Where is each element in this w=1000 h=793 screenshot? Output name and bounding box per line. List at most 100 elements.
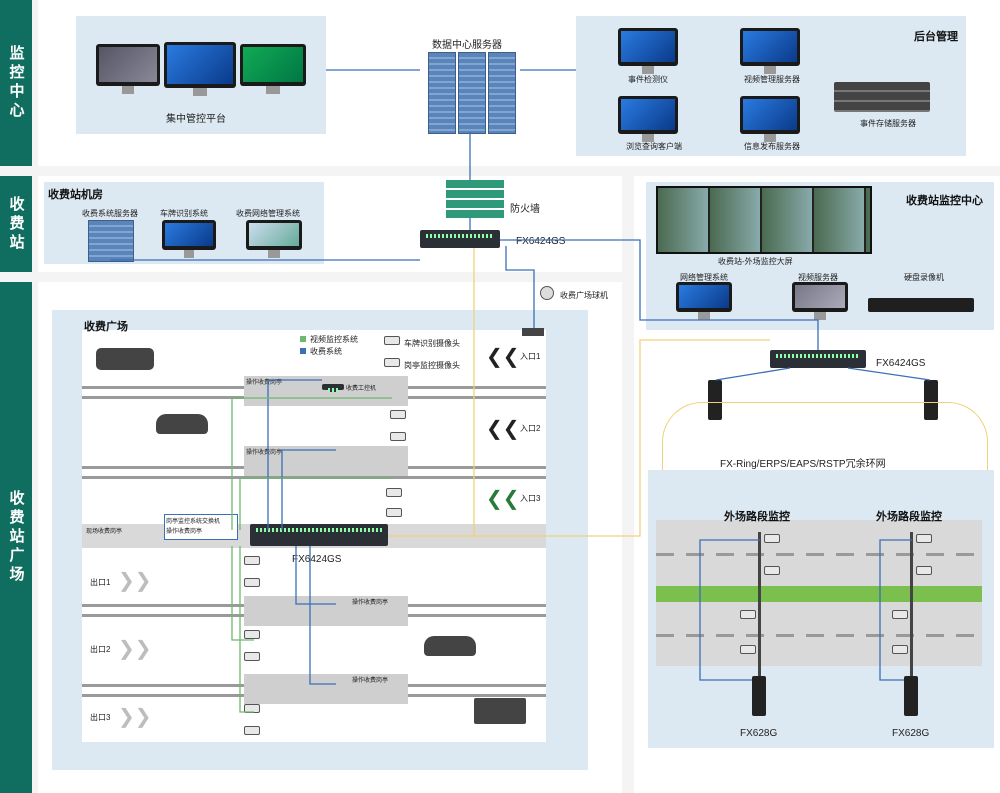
- line-yellow-core: [388, 248, 475, 537]
- network-mgmt-label: 收费网络管理系统: [236, 209, 300, 218]
- toll-server-rack: [88, 220, 134, 262]
- mid-booth-label: 现场收费岗亭: [86, 529, 123, 535]
- platform-monitor-1: [96, 44, 160, 94]
- field-pole-2: [910, 532, 913, 682]
- sidebar-monitor-center: 监控中心: [0, 0, 32, 166]
- exit-2-label: 出口2: [90, 645, 111, 654]
- event-storage-label: 事件存储服务器: [860, 119, 916, 128]
- truck-icon: [474, 698, 526, 724]
- plaza-camera-b: [390, 432, 406, 441]
- booth-2-label: 操作收费岗亭: [246, 450, 283, 456]
- monitor-network-mgmt-screen: [676, 282, 732, 320]
- info-server-label: 信息发布服务器: [744, 142, 800, 151]
- line-green-4: [239, 546, 254, 713]
- field-switch-1-label: FX628G: [740, 728, 778, 739]
- station-room-title: 收费站机房: [48, 189, 103, 201]
- plaza-camera-a: [390, 410, 406, 419]
- station-core-switch-label: FX6424GS: [516, 236, 566, 247]
- video-server-monitor: [740, 28, 800, 74]
- field-lane-2: [656, 634, 982, 637]
- firewall-label: 防火墙: [510, 204, 540, 215]
- ring-switch-right: [924, 380, 938, 420]
- plaza-camera-switch: [522, 328, 544, 336]
- field-pole-1: [758, 532, 761, 682]
- field-section-1-label: 外场路段监控: [724, 511, 790, 523]
- booth-3: [244, 596, 408, 626]
- field-section-2-label: 外场路段监控: [876, 511, 942, 523]
- line-field-loop-1: [699, 539, 760, 681]
- field-switch-2-label: FX628G: [892, 728, 930, 739]
- backend-title: 后台管理: [914, 31, 958, 43]
- plaza-camera-f: [244, 578, 260, 587]
- monitor-video-server-screen: [792, 282, 848, 320]
- car-icon-1: [156, 414, 208, 434]
- plaza-camera-j: [244, 726, 260, 735]
- mid-device-label: 岗亭监控系统交换机: [166, 519, 221, 525]
- plate-cam-label: 车牌识别摄像头: [404, 339, 460, 348]
- field-switch-1: [752, 676, 766, 716]
- lane-camera-1: [384, 358, 400, 367]
- lane-cam-label: 岗亭监控摄像头: [404, 361, 460, 370]
- plaza-core-switch-label: FX6424GS: [292, 554, 342, 565]
- booth-4: [244, 674, 408, 704]
- entry-3-arrow: ❮❮: [486, 488, 520, 510]
- station-core-switch: [420, 230, 500, 248]
- ring-label: FX-Ring/ERPS/EAPS/RSTP冗余环网: [720, 459, 886, 470]
- plaza-core-switch: [250, 524, 388, 546]
- nvr-icon: [868, 298, 974, 312]
- line-switch-plazacam: [505, 246, 535, 328]
- line-green-2: [239, 477, 392, 530]
- plaza-camera-label: 收费广场球机: [560, 291, 608, 300]
- monitor-switch-label: FX6424GS: [876, 358, 926, 369]
- event-detector-label: 事件检测仪: [628, 75, 668, 84]
- exit-1-arrow: ❯❯: [118, 570, 152, 592]
- browse-client-monitor: [618, 96, 678, 142]
- plaza-camera-c: [386, 488, 402, 497]
- nvr-label: 硬盘录像机: [904, 273, 944, 282]
- video-server-label: 视频管理服务器: [744, 75, 800, 84]
- monitor-network-mgmt-label: 网络管理系统: [680, 273, 728, 282]
- platform-monitor-2: [164, 42, 236, 96]
- plaza-camera-g: [244, 630, 260, 639]
- big-screen-label: 收费站-外场监控大屏: [718, 257, 793, 266]
- toll-pc-label: 收费工控机: [346, 386, 377, 392]
- server-rack-2: [458, 52, 486, 134]
- field-camera-1a: [764, 534, 780, 543]
- car-icon-2: [424, 636, 476, 656]
- browse-client-label: 浏览查询客户端: [626, 142, 682, 151]
- field-camera-2a: [916, 534, 932, 543]
- booth-5-label: 操作收费岗亭: [166, 529, 203, 535]
- plaza-camera-d: [386, 508, 402, 517]
- plate-system-monitor: [162, 220, 216, 258]
- firewall-icon: [446, 180, 504, 218]
- entry-2-arrow: ❮❮: [486, 418, 520, 440]
- plaza-camera-icon: [540, 286, 554, 300]
- legend-toll-swatch: [300, 348, 306, 354]
- plate-camera-1: [384, 336, 400, 345]
- field-camera-2c: [892, 610, 908, 619]
- toll-server-label: 收费系统服务器: [82, 209, 138, 218]
- booth-3-label: 操作收费岗亭: [352, 600, 389, 606]
- plaza-camera-h: [244, 652, 260, 661]
- line-plaza-booth3: [295, 546, 336, 605]
- datacenter-label: 数据中心服务器: [432, 40, 502, 51]
- booth-1: [244, 376, 408, 406]
- plate-system-label: 车牌识别系统: [160, 209, 208, 218]
- exit-2-arrow: ❯❯: [118, 638, 152, 660]
- field-median: [656, 586, 982, 602]
- sidebar-toll-station: 收费站: [0, 176, 32, 272]
- info-server-monitor: [740, 96, 800, 142]
- field-lane-1: [656, 553, 982, 556]
- exit-1-label: 出口1: [90, 578, 111, 587]
- monitor-switch: [770, 350, 866, 368]
- entry-2-label: 入口2: [520, 424, 541, 433]
- line-switch-monitor: [500, 239, 819, 350]
- booth-2: [244, 446, 408, 476]
- legend-video-label: 视频监控系统: [310, 335, 358, 344]
- platform-monitor-3: [240, 44, 306, 94]
- line-monitor-ring: [715, 367, 931, 381]
- field-switch-2: [904, 676, 918, 716]
- sidebar-toll-plaza: 收费站广场: [0, 282, 32, 793]
- mid-device-box: [164, 514, 238, 540]
